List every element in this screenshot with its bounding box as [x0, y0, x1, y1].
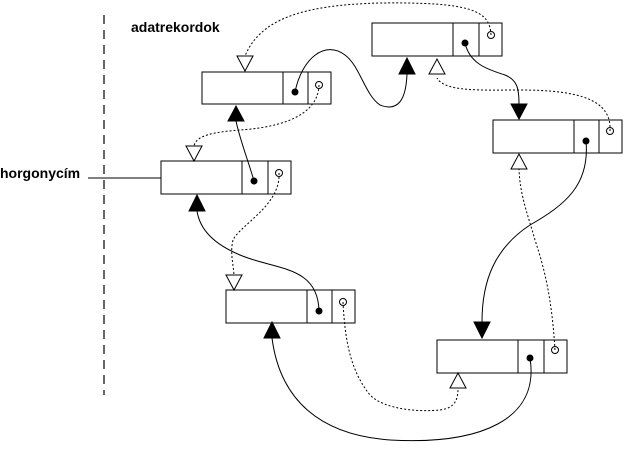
prev-r5-to-r6: [342, 301, 467, 412]
next-r6-to-r5: [263, 320, 532, 442]
record-bottom-right: [436, 339, 568, 374]
next-r2-to-r1: [294, 49, 416, 108]
next-r5-to-r3: [188, 193, 320, 312]
record-anchor: [160, 160, 292, 195]
record-top-left: [201, 71, 332, 105]
records-label: adatrekordok: [131, 19, 220, 35]
record-right: [492, 119, 623, 154]
prev-r4-to-r1: [428, 57, 611, 132]
prev-r1-to-r2: [236, 2, 492, 73]
next-r4-to-r6: [473, 140, 587, 340]
anchor-label: horgonycím: [0, 165, 80, 181]
record-bottom-left: [225, 289, 356, 324]
record-top-center: [371, 22, 503, 57]
prev-r2-to-r3: [185, 84, 320, 163]
prev-r3-to-r5: [225, 172, 280, 292]
next-r1-to-r4: [464, 42, 528, 121]
next-r3-to-r2: [227, 104, 255, 182]
prev-r6-to-r4: [510, 152, 556, 351]
